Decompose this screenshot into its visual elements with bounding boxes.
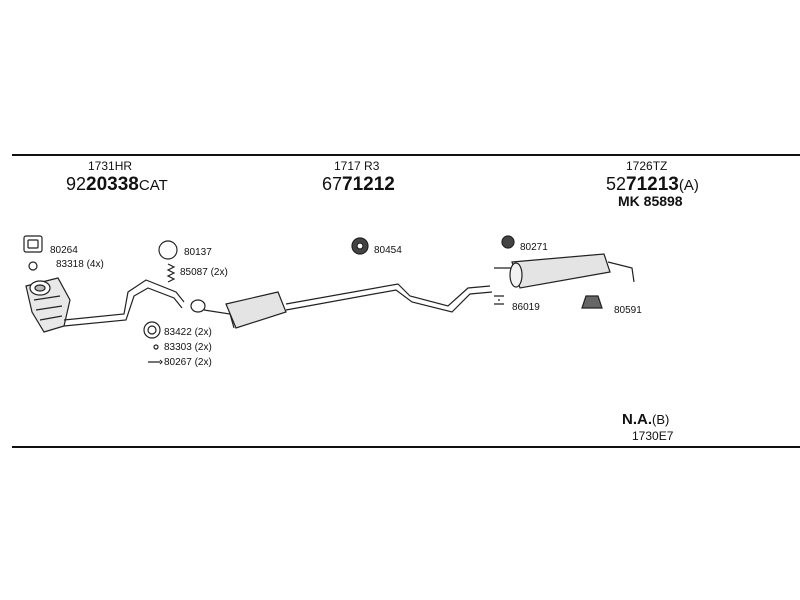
label-80591: 80591 (614, 305, 642, 316)
mount-80454-hole-icon (356, 242, 364, 250)
ring-80137-icon (158, 240, 178, 260)
bottom-divider (12, 446, 800, 448)
middle-part-number: 6771212 (322, 175, 395, 194)
label-86019: 86019 (512, 302, 540, 313)
rear-mk-number: MK 85898 (618, 193, 683, 209)
rear-part-main: 71213 (626, 174, 679, 195)
na-code: 1730E7 (632, 429, 674, 443)
spring-85087-icon (166, 263, 176, 283)
front-pipe (63, 279, 185, 327)
rear-part-number: 5271213(A) (606, 175, 699, 194)
front-part-prefix: 92 (66, 174, 87, 194)
flange-icon (190, 299, 206, 313)
bolt-80267-icon (148, 359, 163, 365)
front-part-main: 20338 (86, 174, 139, 195)
catalytic-converter (25, 277, 71, 333)
ring-83422-inner-icon (147, 325, 157, 335)
hanger-80591-icon (581, 295, 603, 309)
gasket-80264-inner-icon (27, 239, 39, 249)
label-80264: 80264 (50, 245, 78, 256)
middle-muffler (203, 283, 493, 329)
label-83318: 83318 (4x) (56, 259, 104, 270)
gasket-80264-icon (23, 235, 43, 253)
rear-muffler (494, 253, 635, 289)
middle-part-prefix: 67 (322, 174, 343, 194)
ring-83422-icon (143, 321, 161, 339)
label-80267: 80267 (2x) (164, 357, 212, 368)
na-suffix: (B) (652, 412, 670, 427)
na-label: N.A. (622, 411, 652, 428)
clamp-86019-icon (494, 295, 504, 305)
fastener-83303-icon (153, 344, 159, 350)
front-part-number: 9220338CAT (66, 175, 168, 194)
rear-section-code: 1726TZ (626, 159, 668, 173)
middle-section-code: 1717 R3 (334, 159, 380, 173)
front-part-suffix: CAT (138, 177, 168, 194)
label-80271: 80271 (520, 242, 548, 253)
label-80454: 80454 (374, 245, 402, 256)
na-note: N.A.(B) (622, 412, 669, 427)
label-80137: 80137 (184, 247, 212, 258)
mount-80271-icon (501, 235, 515, 249)
label-85087: 85087 (2x) (180, 267, 228, 278)
rear-part-prefix: 52 (606, 174, 627, 194)
label-83422: 83422 (2x) (164, 327, 212, 338)
rear-part-suffix: (A) (678, 177, 699, 194)
front-section-code: 1731HR (88, 159, 133, 173)
top-divider (12, 154, 800, 156)
nut-83318-icon (28, 261, 38, 271)
label-83303: 83303 (2x) (164, 342, 212, 353)
middle-part-main: 71212 (342, 174, 395, 195)
